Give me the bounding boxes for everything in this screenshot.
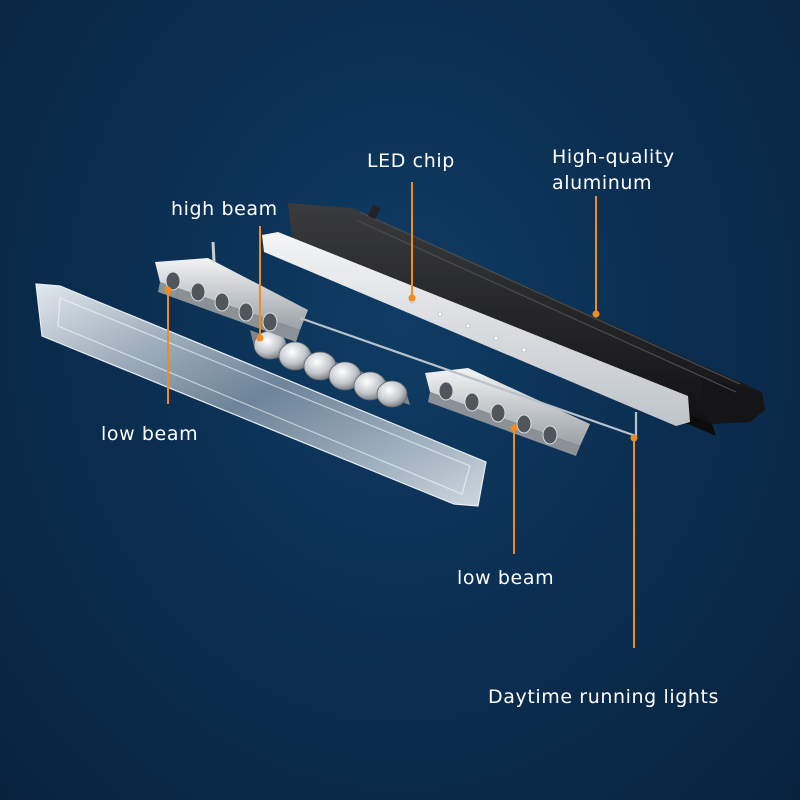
callouts <box>164 182 638 648</box>
outer-lens-cover <box>35 283 487 507</box>
label-low-beam-left: low beam <box>101 423 199 445</box>
label-aluminum-line2: aluminum <box>552 172 653 194</box>
label-daytime-running-lights: Daytime running lights <box>488 686 720 708</box>
drl-light-guide <box>299 316 638 438</box>
low-beam-module-right <box>425 368 590 456</box>
low-beam-module-left <box>155 241 308 342</box>
label-aluminum-line1: High-quality <box>552 146 675 168</box>
label-high-beam: high beam <box>171 198 278 220</box>
label-aluminum: High-quality aluminum <box>552 144 675 196</box>
label-led-chip: LED chip <box>367 150 455 172</box>
label-low-beam-right: low beam <box>457 567 555 589</box>
high-beam-module <box>250 330 410 408</box>
